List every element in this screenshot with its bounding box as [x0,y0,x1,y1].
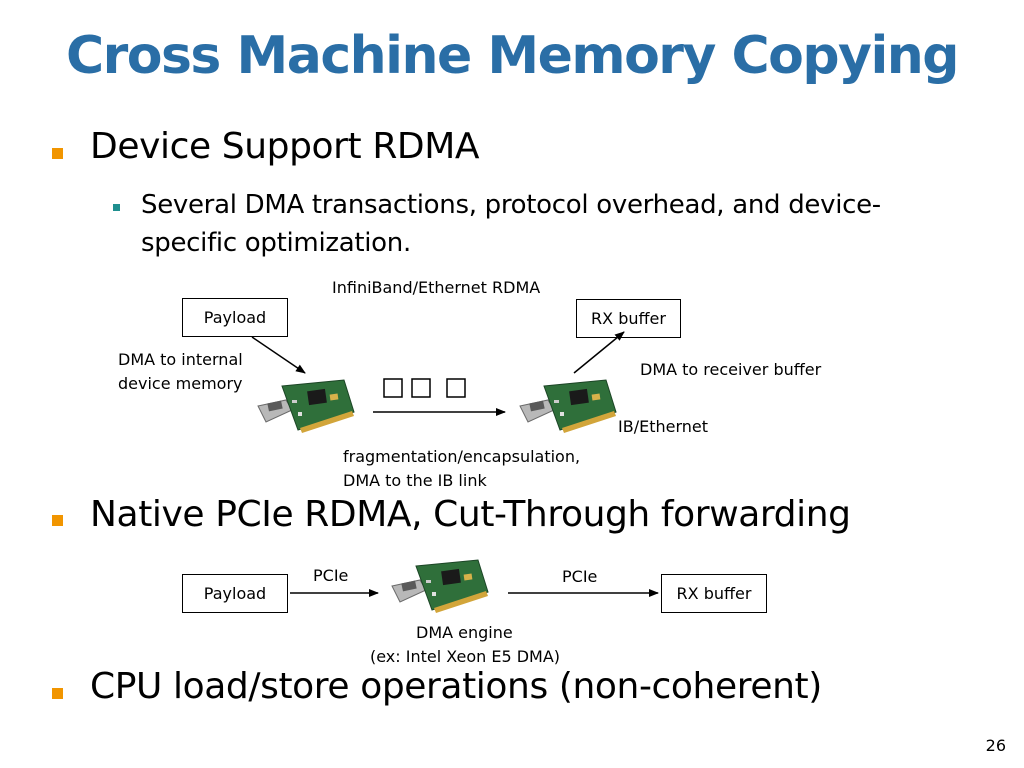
dma-internal-arrow [251,336,306,374]
rx-buffer-box-top: RX buffer [576,299,681,338]
dma-internal-label-line1: DMA to internal [118,350,243,369]
packet-icon [383,378,403,398]
ib-ethernet-label: IB/Ethernet [618,417,709,436]
payload-box-top: Payload [182,298,288,337]
packet-icon [411,378,431,398]
rx-buffer-box-bottom: RX buffer [661,574,767,613]
dma-engine-label-line2: (ex: Intel Xeon E5 DMA) [370,647,561,666]
slide-title: Cross Machine Memory Copying [65,26,960,86]
sub-bullet-marker [113,204,120,211]
pcie-label-left: PCIe [313,566,349,585]
dma-receiver-label: DMA to receiver buffer [640,360,822,379]
infiniband-ethernet-rdma-label: InfiniBand/Ethernet RDMA [332,278,541,297]
network-card-icon [391,559,489,614]
network-card-icon [257,379,355,434]
fragmentation-label-line1: fragmentation/encapsulation, [343,447,581,466]
dma-internal-label-line2: device memory [118,374,243,393]
bullet-native-pcie: Native PCIe RDMA, Cut-Through forwarding [90,494,851,535]
bullet-device-rdma: Device Support RDMA [90,126,480,167]
page-number: 26 [985,736,1006,755]
fragmentation-label-line2: DMA to the IB link [343,471,487,490]
bullet-marker [52,688,63,699]
payload-box-bottom: Payload [182,574,288,613]
dma-receiver-arrow [573,331,625,374]
packet-icon [446,378,466,398]
bullet-marker [52,148,63,159]
dma-engine-label-line1: DMA engine [416,623,513,642]
network-card-icon [519,379,617,434]
bullet-cpu-loadstore: CPU load/store operations (non-coherent) [90,666,822,707]
pcie-label-right: PCIe [562,567,598,586]
sub-bullet-device-rdma: Several DMA transactions, protocol overh… [141,190,881,258]
bullet-marker [52,515,63,526]
